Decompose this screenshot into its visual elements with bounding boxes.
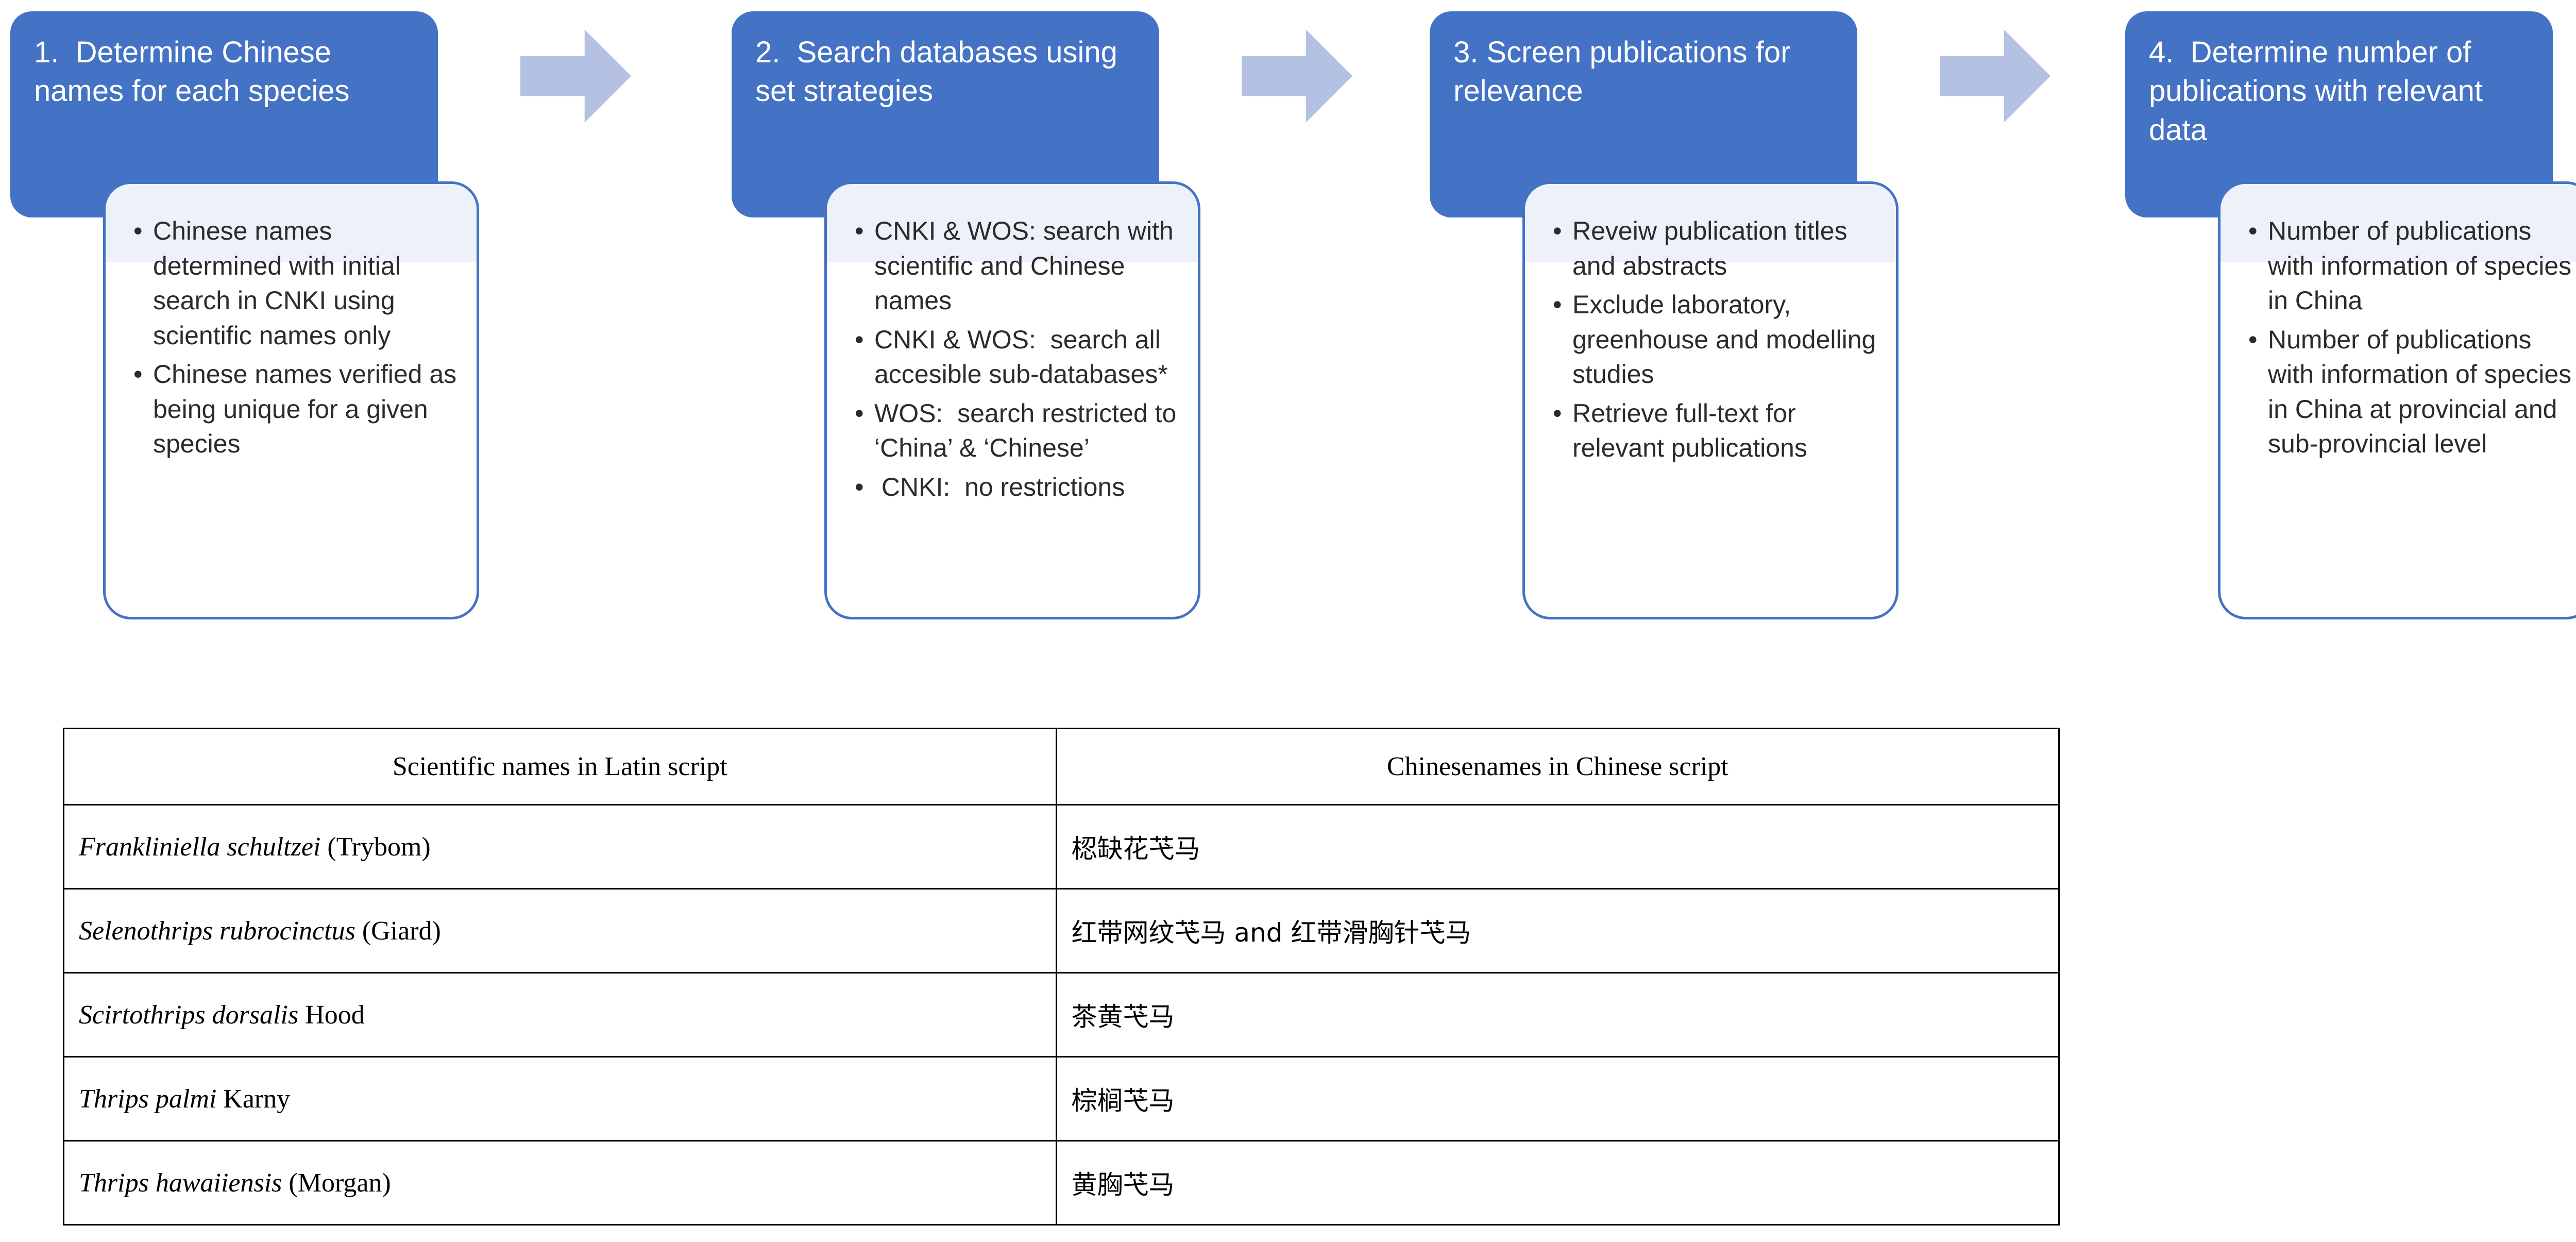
species-authority: (Trybom) bbox=[320, 832, 431, 862]
step-2-bullet-list: • CNKI & WOS: search with scientific and … bbox=[827, 184, 1198, 505]
step-1-bullet-list: • Chinese names determined with initial s… bbox=[106, 184, 477, 462]
cell-chinese-name: 茶黄芅马 bbox=[1055, 972, 2060, 1058]
step-4-bullet-list: • Number of publications with information… bbox=[2221, 184, 2576, 462]
cell-latin-name: Frankliniella schultzei (Trybom) bbox=[63, 804, 1057, 889]
right-arrow-icon bbox=[1242, 21, 1352, 131]
cell-latin-name: Thrips hawaiiensis (Morgan) bbox=[63, 1140, 1057, 1226]
cell-chinese-name: 棕榈芅马 bbox=[1055, 1056, 2060, 1142]
bullet-glyph: • bbox=[2248, 216, 2258, 245]
species-binomial: Frankliniella schultzei bbox=[79, 832, 321, 862]
species-names-table: Scientific names in Latin script Chinese… bbox=[63, 728, 2060, 1226]
table-row: Thrips hawaiiensis (Morgan) 黄胸芅马 bbox=[63, 1140, 2060, 1226]
cell-latin-name: Selenothrips rubrocinctus (Giard) bbox=[63, 888, 1057, 974]
bullet-glyph: • bbox=[855, 216, 864, 245]
bullet-glyph: • bbox=[855, 472, 864, 501]
list-item: • CNKI & WOS: search with scientific and … bbox=[855, 214, 1181, 318]
flow-step-1: 1. Determine Chinese names for each spec… bbox=[10, 11, 479, 630]
list-item: •Chinese names verified as being unique … bbox=[133, 357, 459, 462]
methodology-flow-diagram: 1. Determine Chinese names for each spec… bbox=[10, 11, 2576, 630]
bullet-glyph: • bbox=[133, 360, 143, 389]
list-item: • Number of publications with information… bbox=[2248, 323, 2574, 462]
list-item: • Reveiw publication titles and abstracts bbox=[1553, 214, 1878, 283]
flow-step-2: 2. Search databases using set strategies… bbox=[732, 11, 1200, 630]
species-binomial: Scirtothrips dorsalis bbox=[79, 1000, 299, 1030]
table-row: Thrips palmi Karny 棕榈芅马 bbox=[63, 1056, 2060, 1142]
list-item: • Number of publications with information… bbox=[2248, 214, 2574, 318]
cell-chinese-name: 梕缺花芅马 bbox=[1055, 804, 2060, 889]
bullet-glyph: • bbox=[1553, 216, 1562, 245]
step-4-detail-card: • Number of publications with information… bbox=[2218, 181, 2576, 619]
list-item: • Retrieve full-text for relevant publica… bbox=[1553, 396, 1878, 466]
bullet-glyph: • bbox=[1553, 398, 1562, 428]
step-3-bullet-list: • Reveiw publication titles and abstracts… bbox=[1525, 184, 1896, 466]
list-item: •Exclude laboratory, greenhouse and mode… bbox=[1553, 288, 1878, 392]
list-item-label: Chinese names verified as being unique f… bbox=[153, 360, 464, 458]
species-binomial: Thrips palmi bbox=[79, 1084, 217, 1114]
bullet-glyph: • bbox=[855, 398, 864, 428]
cell-latin-name: Thrips palmi Karny bbox=[63, 1056, 1057, 1142]
cell-chinese-name: 黄胸芅马 bbox=[1055, 1140, 2060, 1226]
list-item-label: Exclude laboratory, greenhouse and model… bbox=[1572, 290, 1884, 389]
column-header-latin-names: Scientific names in Latin script bbox=[63, 728, 1057, 805]
bullet-glyph: • bbox=[2248, 325, 2258, 354]
list-item-label: Retrieve full-text for relevant publicat… bbox=[1572, 398, 1807, 463]
step-1-detail-card: • Chinese names determined with initial s… bbox=[103, 181, 479, 619]
flow-step-3: 3. Screen publications for relevance •Re… bbox=[1430, 11, 1899, 630]
bullet-glyph: • bbox=[1553, 290, 1562, 319]
table-row: Scirtothrips dorsalis Hood 茶黄芅马 bbox=[63, 972, 2060, 1058]
step-2-detail-card: • CNKI & WOS: search with scientific and … bbox=[824, 181, 1200, 619]
list-item-label: Number of publications with information … bbox=[2268, 325, 2572, 459]
step-3-detail-card: • Reveiw publication titles and abstracts… bbox=[1522, 181, 1899, 619]
species-binomial: Selenothrips rubrocinctus bbox=[79, 916, 355, 946]
table-header-row: Scientific names in Latin script Chinese… bbox=[63, 728, 2060, 805]
species-binomial: Thrips hawaiiensis bbox=[79, 1168, 282, 1198]
species-authority: Karny bbox=[216, 1084, 291, 1114]
species-authority: Hood bbox=[298, 1000, 365, 1030]
bullet-glyph: • bbox=[133, 216, 143, 245]
right-arrow-icon bbox=[520, 21, 631, 131]
list-item-label: CNKI & WOS: search with scientific and C… bbox=[874, 216, 1181, 315]
bullet-glyph: • bbox=[855, 325, 864, 354]
list-item: • CNKI & WOS: search all accesible sub-da… bbox=[855, 323, 1180, 392]
list-item-label: Reveiw publication titles and abstracts bbox=[1572, 216, 1855, 280]
table-row: Selenothrips rubrocinctus (Giard) 红带网纹芅马… bbox=[63, 888, 2060, 974]
flow-step-4: 4. Determine number of publications with… bbox=[2125, 11, 2576, 630]
list-item-label: Number of publications with information … bbox=[2268, 216, 2572, 315]
column-header-chinese-names: Chinesenames in Chinese script bbox=[1055, 728, 2060, 805]
list-item: • WOS: search restricted to ‘China’ & ‘Ch… bbox=[855, 396, 1184, 466]
cell-latin-name: Scirtothrips dorsalis Hood bbox=[63, 972, 1057, 1058]
list-item-label: WOS: search restricted to ‘China’ & ‘Chi… bbox=[874, 398, 1184, 463]
right-arrow-icon bbox=[1940, 21, 2050, 131]
species-authority: (Morgan) bbox=[282, 1168, 391, 1198]
cell-chinese-name: 红带网纹芅马 and 红带滑胸针芅马 bbox=[1055, 888, 2060, 974]
list-item: • CNKI: no restrictions bbox=[855, 470, 1180, 505]
species-authority: (Giard) bbox=[355, 916, 441, 946]
list-item-label: CNKI & WOS: search all accesible sub-dat… bbox=[874, 325, 1168, 389]
list-item-label: Chinese names determined with initial se… bbox=[153, 216, 408, 350]
list-item-label: CNKI: no restrictions bbox=[874, 472, 1125, 501]
list-item: • Chinese names determined with initial s… bbox=[133, 214, 459, 353]
table-row: Frankliniella schultzei (Trybom) 梕缺花芅马 bbox=[63, 804, 2060, 889]
